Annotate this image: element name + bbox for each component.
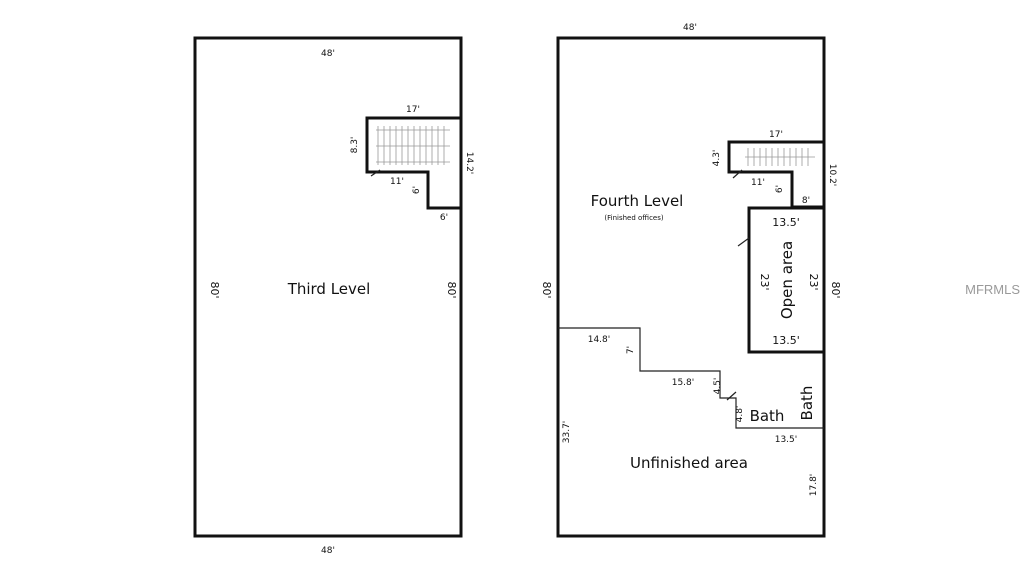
open-area-dim-right: 23' bbox=[807, 273, 820, 290]
fourth-level-stair-inner: 11' bbox=[751, 178, 765, 188]
step-wall-seg6: 13.5' bbox=[775, 435, 798, 445]
unfinished-area-wall bbox=[558, 327, 824, 429]
step-wall-seg1: 14.8' bbox=[588, 335, 611, 345]
fourth-level-title: Fourth Level bbox=[591, 192, 684, 210]
third-level-dim-right: 80' bbox=[445, 281, 458, 298]
bath-label-1: Bath bbox=[750, 407, 785, 425]
third-level-door-swing bbox=[370, 169, 381, 177]
bath-door bbox=[726, 391, 737, 401]
third-level-dim-bottom: 48' bbox=[321, 546, 335, 556]
third-level-stair-width: 17' bbox=[406, 105, 420, 115]
fourth-level-door-swing bbox=[732, 169, 743, 179]
step-wall-seg4: 4.5' bbox=[713, 378, 723, 395]
unfinished-area-label: Unfinished area bbox=[630, 454, 748, 472]
step-wall-seg2: 7' bbox=[626, 346, 636, 354]
watermark: MFRMLS bbox=[965, 282, 1020, 297]
third-level-dim-top: 48' bbox=[321, 49, 335, 59]
third-level-stair-left: 8.3' bbox=[350, 137, 360, 154]
third-level-plan: 48' 48' 80' 80' 17' 8.3' 14.2' 11' 6' 6'… bbox=[193, 36, 474, 556]
step-wall-seg3: 15.8' bbox=[672, 378, 695, 388]
fourth-level-subtitle: (Finished offices) bbox=[604, 214, 663, 222]
fourth-level-stair-bottom: 8' bbox=[802, 196, 810, 206]
unfinished-dim-left: 33.7' bbox=[562, 421, 572, 444]
third-level-title: Third Level bbox=[287, 280, 371, 298]
step-wall-seg5: 4.8' bbox=[735, 406, 745, 423]
open-area-door bbox=[737, 237, 750, 247]
fourth-level-stair-left: 4.3' bbox=[712, 150, 722, 167]
third-level-dim-left: 80' bbox=[208, 281, 221, 298]
open-area-room bbox=[747, 206, 826, 354]
third-level-outline bbox=[193, 36, 463, 538]
third-level-stair-wall bbox=[365, 116, 461, 210]
fourth-level-dim-right: 80' bbox=[829, 281, 842, 298]
unfinished-dim-right: 17.8' bbox=[809, 474, 819, 497]
bath-label-2: Bath bbox=[798, 386, 816, 421]
third-level-stair-bottom: 6' bbox=[440, 213, 448, 223]
third-level-stair-treads bbox=[376, 126, 450, 165]
open-area-dim-left: 23' bbox=[758, 273, 771, 290]
fourth-level-dim-left: 80' bbox=[540, 281, 553, 298]
third-level-stair-step: 6' bbox=[412, 186, 422, 194]
fourth-level-stair-width: 17' bbox=[769, 130, 783, 140]
fourth-level-stair-step: 6' bbox=[775, 185, 785, 193]
fourth-level-stair-right: 10.2' bbox=[827, 164, 837, 187]
open-area-dim-top: 13.5' bbox=[772, 216, 800, 229]
fourth-level-plan: 48' 80' 80' 17' 4.3' 10.2' 11' 6' 8' Fou… bbox=[540, 23, 842, 538]
fourth-level-dim-top: 48' bbox=[683, 23, 697, 33]
third-level-stair-right: 14.2' bbox=[464, 152, 474, 175]
open-area-dim-bottom: 13.5' bbox=[772, 334, 800, 347]
fourth-level-stair-treads bbox=[745, 148, 815, 166]
third-level-stair-inner: 11' bbox=[390, 177, 404, 187]
open-area-label: Open area bbox=[778, 241, 796, 319]
